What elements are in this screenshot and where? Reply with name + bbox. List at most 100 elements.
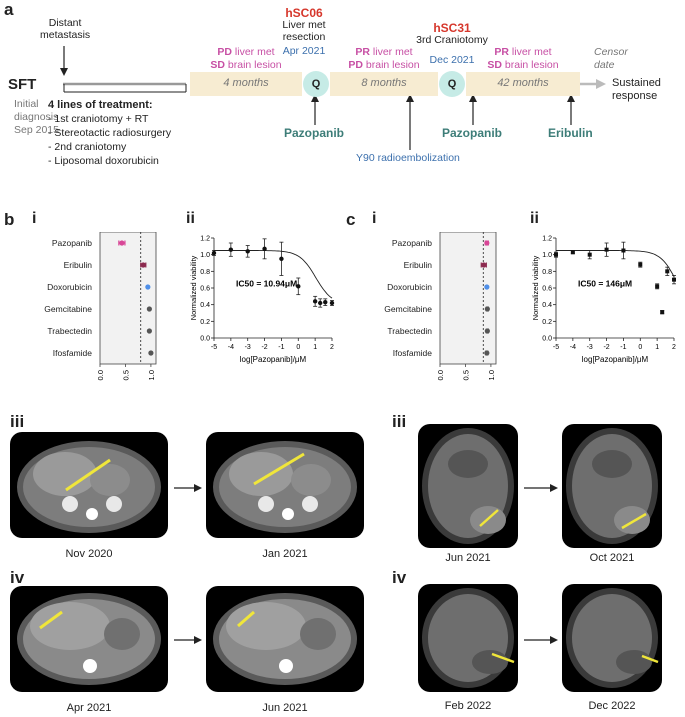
ct-scan-nov-2020-image <box>17 441 161 533</box>
y90-label: Y90 radioembolization <box>356 152 460 164</box>
phase1-line1: liver met <box>232 46 275 58</box>
treatment-3: - 2nd craniotomy <box>48 141 127 153</box>
curve-b-ylabel: Normalized viability <box>189 255 198 320</box>
curve-b-xtick-label: -2 <box>261 344 267 351</box>
caption-jan-2021: Jan 2021 <box>262 548 308 560</box>
curve-b-point <box>329 300 335 306</box>
forest-b-label-6: Ifosfamide <box>52 348 92 358</box>
curve-c-xtick-label: -4 <box>570 344 576 351</box>
drug-eribulin: Eribulin <box>548 126 593 140</box>
curve-c-xtick-label: -1 <box>620 344 626 351</box>
forest-b-label-5: Trabectedin <box>47 326 92 336</box>
mri-scan-oct-2021 <box>562 424 662 548</box>
forest-b-point <box>119 240 125 246</box>
sft-label: SFT <box>8 76 37 93</box>
distant-metastasis-label: Distant metastasis <box>40 17 90 41</box>
caption-feb-2022: Feb 2022 <box>444 700 492 712</box>
curve-c-xlabel: log[Pazopanib]/μM <box>582 355 649 364</box>
caption-oct-2021: Oct 2021 <box>589 552 635 564</box>
sustained-line1: Sustained <box>612 77 661 89</box>
mri-scan-dec-2022 <box>562 584 662 692</box>
phase3-line1-strong: PR <box>494 46 509 58</box>
mri-scan-feb-2022 <box>418 584 518 692</box>
phase3-duration: 42 months <box>497 77 549 89</box>
curve-c-xtick-label: -5 <box>553 344 559 351</box>
curve-c-point <box>554 252 558 257</box>
initial-diagnosis-line2: diagnosis <box>14 111 59 123</box>
phase2-line1-strong: PR <box>355 46 370 58</box>
mri-scan-jun-2021 <box>418 424 518 548</box>
caption-apr-2021: Apr 2021 <box>66 702 112 714</box>
forest-b-label-3: Doxorubicin <box>47 282 92 292</box>
distant-metastasis-line1: Distant <box>48 17 82 29</box>
phase1-line2-strong: SD <box>210 59 225 71</box>
forest-c-label-4: Gemcitabine <box>384 304 432 314</box>
curve-b-xtick-label: 1 <box>313 344 317 351</box>
curve-b-xtick-label: -3 <box>245 344 251 351</box>
distant-metastasis-line2: metastasis <box>40 29 91 41</box>
forest-b-point <box>146 306 152 312</box>
curve-c-point <box>665 269 670 274</box>
forest-c-label-6: Ifosfamide <box>392 348 432 358</box>
curve-b-xtick-label: -4 <box>228 344 234 351</box>
curve-b-ytick-label: 1.2 <box>200 236 210 243</box>
b-iii-label: iii <box>10 412 25 431</box>
curve-b-ytick-label: 0.8 <box>200 269 210 276</box>
curve-c-point <box>655 284 660 289</box>
forest-c-label-5: Trabectedin <box>387 326 432 336</box>
caption-jun-2021-mri: Jun 2021 <box>445 552 491 564</box>
curve-b-fit-line <box>214 250 333 299</box>
forest-c-point <box>484 328 490 334</box>
curve-c-point <box>672 277 676 282</box>
curve-c-ytick-label: 0.2 <box>542 319 552 326</box>
phase3-line1: liver met <box>509 46 552 58</box>
phase3-label: PR liver met SD brain lesion <box>466 46 580 72</box>
curve-c-ylabel: Normalized viability <box>531 255 540 320</box>
sample1-desc-2: resection <box>282 31 326 43</box>
forest-c-label-2: Eribulin <box>403 260 432 270</box>
phase3-band <box>466 72 580 96</box>
panel-c-i: i <box>372 210 377 227</box>
curve-c-xtick-label: 1 <box>655 344 659 351</box>
ct-scan-jun-2021 <box>206 586 364 692</box>
curve-c-xtick-label: 0 <box>638 344 642 351</box>
forest-b-xtick-label: 0.0 <box>96 370 105 380</box>
phase2-line2: brain lesion <box>362 59 420 71</box>
forest-b-label-4: Gemcitabine <box>44 304 92 314</box>
panel-c-letter: c <box>346 210 356 229</box>
phase1-label: PD liver met SD brain lesion <box>190 46 302 72</box>
curve-b-point <box>245 249 250 254</box>
sample2-block: hSC31 3rd Craniotomy Dec 2021 <box>400 22 504 66</box>
ct-scan-nov-2020 <box>10 432 168 538</box>
forest-c-point <box>484 240 490 246</box>
curve-c-xtick-label: -2 <box>603 344 609 351</box>
curve-b-point <box>211 250 217 256</box>
curve-b-ytick-label: 0.0 <box>200 336 210 343</box>
ct-scan-jan-2021-image <box>213 441 357 533</box>
curve-c-ytick-label: 0.8 <box>542 269 552 276</box>
phase3-line2-strong: SD <box>487 59 502 71</box>
forest-b-point <box>146 328 152 334</box>
forest-c-point <box>481 262 487 268</box>
forest-c-label-3: Doxorubicin <box>387 282 432 292</box>
curve-c-xtick-label: -3 <box>587 344 593 351</box>
initial-diagnosis: Initial diagnosis Sep 2015 <box>14 98 59 137</box>
b-iv-label: iv <box>10 568 25 587</box>
curve-b-ytick-label: 0.6 <box>200 286 210 293</box>
forest-c-xtick-label: 0.0 <box>436 370 445 380</box>
forest-b-xtick-label: 1.0 <box>147 370 156 380</box>
ct-scan-jan-2021 <box>206 432 364 538</box>
phase2-duration: 8 months <box>361 77 407 89</box>
censor-line2: date <box>594 59 615 71</box>
curve-c-point <box>587 252 592 257</box>
phase3-line2: brain lesion <box>501 59 559 71</box>
curve-c-ytick-label: 0.4 <box>542 302 552 309</box>
ct-scan-jun-2021-image <box>213 593 357 685</box>
panel-b-i: i <box>32 210 37 227</box>
curve-c-ytick-label: 1.2 <box>542 236 552 243</box>
ct-scan-apr-2021 <box>10 586 168 692</box>
